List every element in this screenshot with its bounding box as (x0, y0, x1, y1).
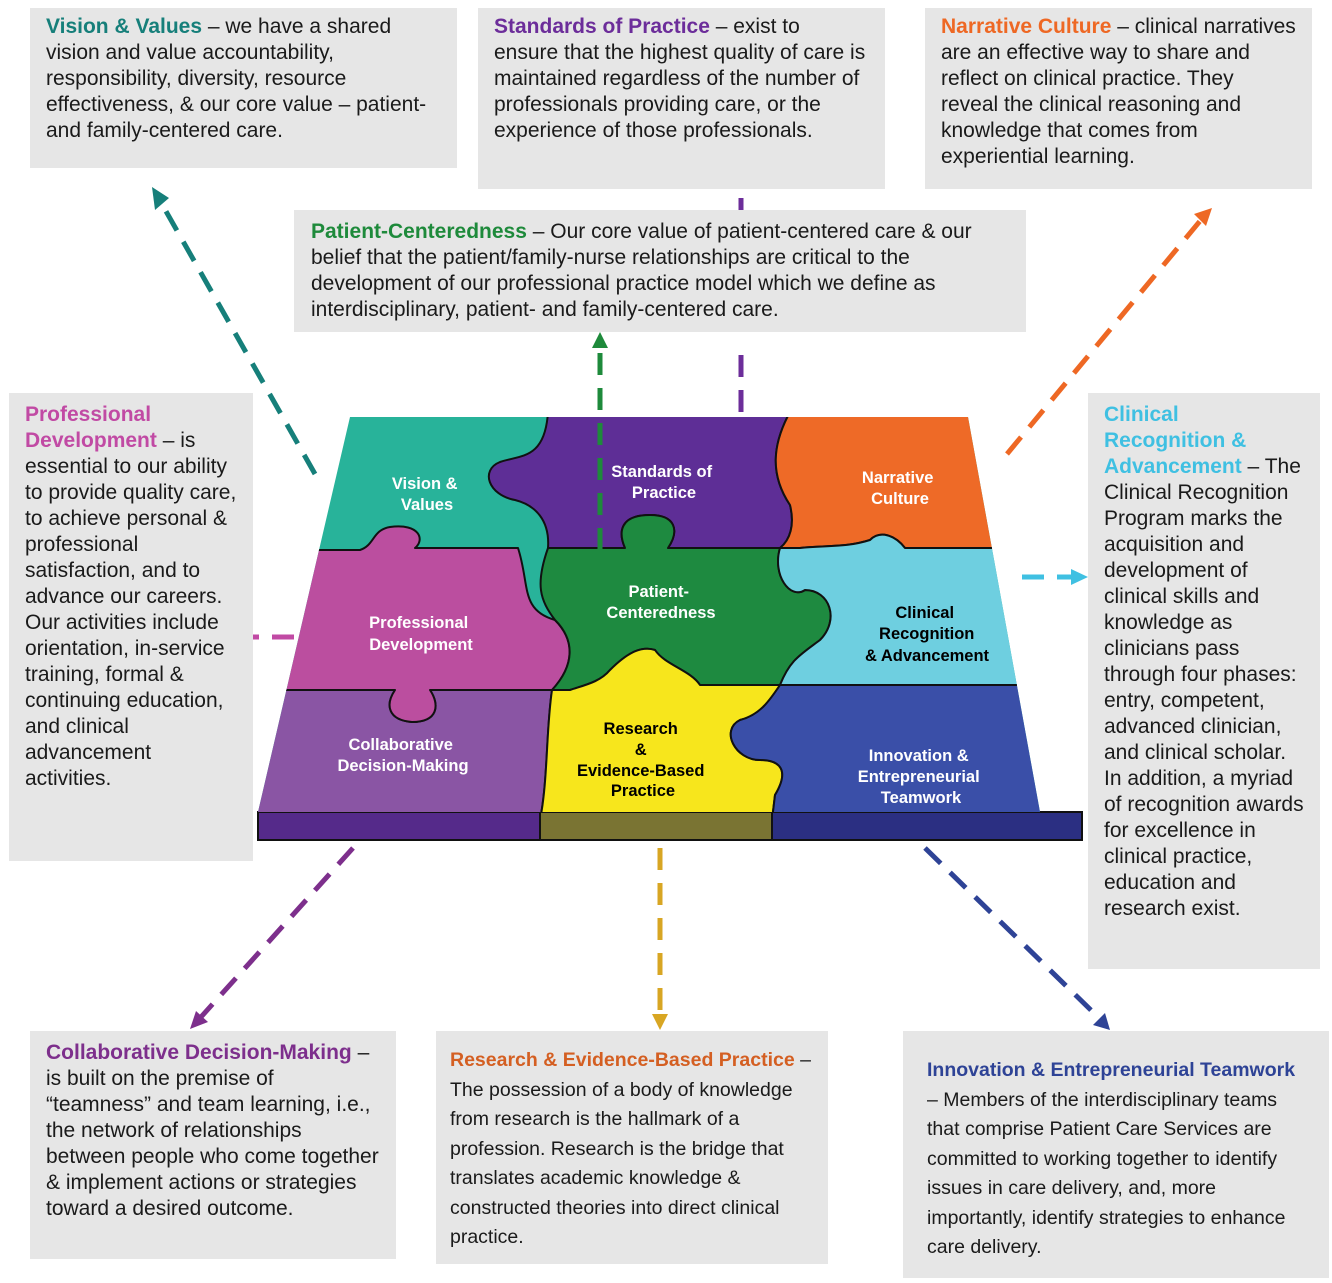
arrowhead-collaborative-icon (190, 1011, 208, 1029)
collaborative-box: Collaborative Decision-Making – is built… (30, 1031, 396, 1259)
clinical-recognition-text: – The Clinical Recognition Program marks… (1104, 455, 1304, 920)
piece-label-narrative: Narrative Culture (862, 469, 938, 508)
puzzle-base (257, 811, 1083, 841)
professional-development-text: – is essential to our ability to provide… (25, 429, 237, 790)
vision-values-text: – we have a shared vision and value acco… (46, 15, 427, 142)
arrowhead-narrative-icon (1194, 208, 1212, 226)
research-title: Research & Evidence-Based Practice (450, 1049, 795, 1071)
innovation-box: Innovation & Entrepreneurial Teamwork – … (903, 1031, 1329, 1278)
piece-clinical (777, 533, 1036, 686)
professional-development-title: Professional Development (25, 403, 157, 452)
patient-centeredness-box: Patient-Centeredness – Our core value of… (294, 210, 1026, 332)
piece-label-collaborative: Collaborative Decision-Making (337, 736, 468, 775)
collaborative-text: – is built on the premise of “teamness” … (46, 1041, 379, 1220)
clinical-recognition-box: Clinical Recognition & Advancement – The… (1088, 393, 1320, 969)
puzzle-board (258, 417, 1040, 812)
piece-label-innovation: Innovation & Entrepreneurial Teamwork (858, 747, 985, 807)
vision-values-box: Vision & Values – we have a shared visio… (30, 8, 457, 168)
arrow-collaborative (199, 846, 355, 1019)
arrowhead-innovation-icon (1093, 1013, 1110, 1030)
piece-label-vision: Vision & Values (392, 475, 462, 514)
arrow-narrative (1005, 219, 1202, 456)
arrowhead-patient-icon (592, 332, 608, 348)
narrative-text: – clinical narratives are an effective w… (941, 15, 1296, 168)
arrowhead-vision-icon (152, 187, 169, 210)
arrowhead-research-icon (652, 1014, 668, 1030)
arrow-vision (160, 204, 318, 476)
vision-values-title: Vision & Values (46, 15, 203, 38)
research-box: Research & Evidence-Based Practice – The… (436, 1031, 828, 1264)
collaborative-title: Collaborative Decision-Making (46, 1041, 352, 1064)
narrative-title: Narrative Culture (941, 15, 1112, 38)
patient-centeredness-text: – Our core value of patient-centered car… (311, 220, 972, 321)
piece-label-clinical: Clinical Recognition & Advancement (865, 604, 990, 665)
research-text: – The possession of a body of knowledge … (450, 1049, 811, 1248)
standards-box: Standards of Practice – exist to ensure … (478, 8, 885, 189)
innovation-text: – Members of the interdisciplinary teams… (927, 1088, 1286, 1259)
professional-development-box: Professional Development – is essential … (9, 393, 253, 861)
arrow-innovation (923, 846, 1100, 1019)
standards-title: Standards of Practice (494, 15, 710, 38)
arrowhead-clinical-icon (1071, 569, 1088, 585)
piece-label-professional: Professional Development (369, 614, 473, 654)
clinical-recognition-title: Clinical Recognition & Advancement (1104, 403, 1247, 478)
piece-innovation (729, 684, 1040, 812)
innovation-title: Innovation & Entrepreneurial Teamwork (927, 1059, 1296, 1081)
piece-label-research: Research & Evidence-Based Practice (577, 720, 709, 800)
standards-text: – exist to ensure that the highest quali… (494, 15, 866, 142)
narrative-box: Narrative Culture – clinical narratives … (925, 8, 1312, 189)
piece-label-standards: Standards of Practice (611, 463, 716, 502)
patient-centeredness-title: Patient-Centeredness (311, 220, 527, 243)
piece-label-patient: Patient- Centeredness (606, 583, 715, 622)
